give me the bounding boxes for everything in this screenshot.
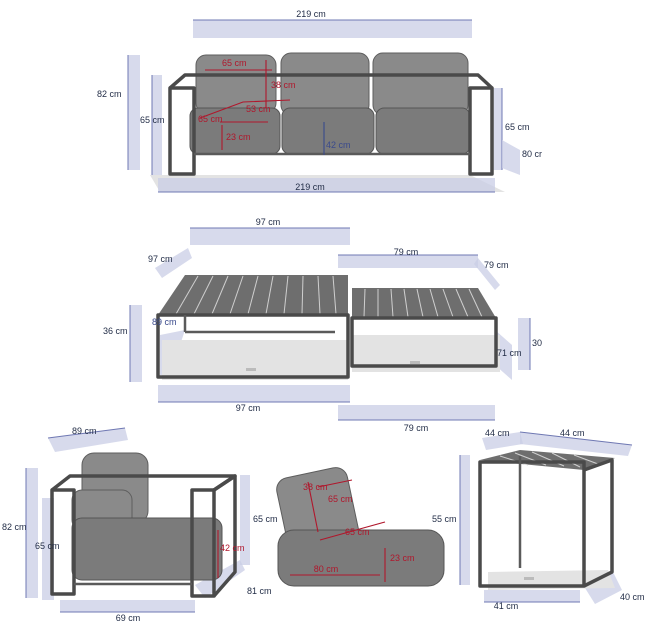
side-table-height-band: [460, 455, 470, 585]
side-table-frame-front: [478, 460, 586, 588]
armchair-base-band: [60, 600, 195, 612]
sofa-back-cushion-width-label: 65 cm: [222, 58, 247, 68]
sofa-back-cushion-right: [372, 52, 469, 116]
sofa-height-arm-left-label: 65 cm: [140, 115, 165, 125]
table-small-shadow: [352, 335, 500, 372]
armchair-height-total-label: 82 cm: [2, 522, 27, 532]
armchair-height-band: [26, 468, 38, 598]
side-table-frame-side: [583, 458, 614, 588]
table-small-width-top-label: 79 cm: [394, 247, 419, 257]
sofa-width-band-bottom: [158, 178, 495, 192]
table-small-depth-label: 79 cm: [484, 260, 509, 270]
cushion-seat-depth-measure: [319, 521, 386, 541]
sofa-seat-depth-label: 53 cm: [246, 104, 271, 114]
cushion-back-height-measure: [307, 481, 319, 533]
sofa-seat-width-label: 65 cm: [198, 114, 223, 124]
table-small-height-band: [518, 318, 530, 370]
armchair-depth-label: 81 cm: [247, 586, 272, 596]
side-table-top-left-label: 44 cm: [485, 428, 510, 438]
table-small-frame: [350, 316, 498, 368]
armchair-arm-right-label: 65 cm: [253, 514, 278, 524]
sofa-back-cushion-height-label: 38 cm: [271, 80, 296, 90]
cushion-back-width-measure: [317, 479, 353, 488]
table-large-height-label: 36 cm: [103, 326, 128, 336]
armchair-base-label: 69 cm: [116, 613, 141, 623]
side-table-top-left-band: [482, 432, 523, 450]
side-table-view: 44 cm 44 cm 55 cm 41 cm 40 cm: [432, 428, 645, 611]
sofa-height-total-label: 82 cm: [97, 89, 122, 99]
armchair-width-band: [48, 428, 128, 452]
sofa-height-band-left: [128, 55, 140, 170]
coffee-tables-view: 97 cm 97 cm 36 cm 89 cm 97 cm 79 cm 79 c…: [103, 217, 542, 433]
sofa-width-band-top: [193, 20, 472, 38]
cushion-back-width-label: 65 cm: [328, 494, 353, 504]
table-large-width-band-bottom: [158, 385, 350, 402]
table-large-depth-label: 97 cm: [148, 254, 173, 264]
armchair-arm-right-band: [240, 475, 250, 565]
table-small-width-bottom-label: 79 cm: [404, 423, 429, 433]
sofa-seat-height-label: 23 cm: [226, 132, 251, 142]
sofa-depth-label: 80 cr: [522, 149, 542, 159]
table-large-width-bottom-label: 97 cm: [236, 403, 261, 413]
cushion-back-height-label: 38 cm: [303, 482, 328, 492]
armchair-arm-left: [50, 488, 76, 596]
table-small-width-band-top: [338, 255, 478, 268]
armchair-arm-right: [190, 488, 216, 598]
side-table-base-depth-label: 40 cm: [620, 592, 645, 602]
side-table-height-label: 55 cm: [432, 514, 457, 524]
side-table-top-right-line: [519, 431, 633, 446]
cushion-seat-height-label: 23 cm: [390, 553, 415, 563]
sofa-depth-band: [502, 140, 520, 175]
cushions-view: 38 cm 65 cm 65 cm 23 cm 80 cm: [276, 467, 445, 587]
sofa-frame-top: [168, 73, 494, 90]
table-large-height-band: [130, 305, 142, 382]
armchair-width-label: 89 cm: [72, 426, 97, 436]
table-large-badge: [246, 368, 256, 371]
table-large-depth-band: [155, 248, 192, 278]
armchair-width-line: [47, 427, 126, 439]
table-small-width-band-bottom: [338, 405, 495, 420]
table-small-top: [352, 288, 496, 318]
table-small-height-label: 30: [532, 338, 542, 348]
sofa-arm-right: [468, 86, 494, 176]
table-small-slats: [363, 288, 483, 318]
cushion-seat-depth-label: 65 cm: [345, 527, 370, 537]
armchair-depth-band: [195, 560, 245, 598]
table-large-frame: [156, 313, 350, 379]
cushion-seat: [277, 529, 445, 587]
armchair-frame-side: [212, 474, 237, 598]
side-table-badge: [524, 577, 534, 580]
table-large-shadow: [162, 340, 348, 380]
sofa-width-top-label: 219 cm: [296, 9, 326, 19]
sofa-arm-band-left: [152, 75, 162, 175]
table-small-inner-label: 71 cm: [497, 348, 522, 358]
sofa-arm-band-right: [492, 88, 502, 170]
table-small-badge: [410, 361, 420, 364]
armchair-view: 89 cm 82 cm 65 cm 65 cm 42 cm 81 cm 69 c…: [2, 426, 278, 623]
side-table-top-right-band: [520, 432, 632, 456]
sofa-width-bottom-label: 219 cm: [295, 182, 325, 192]
side-table-top-right-label: 44 cm: [560, 428, 585, 438]
cushion-seat-width-label: 80 cm: [314, 564, 339, 574]
sofa-view: 219 cm 219 cm 82 cm 65 cm 65 cm 80 cr 65…: [97, 9, 542, 193]
armchair-seat-height-label: 42 cm: [220, 543, 245, 553]
table-large-width-top-label: 97 cm: [256, 217, 281, 227]
table-large-slats: [175, 275, 337, 315]
sofa-arm-left: [168, 86, 196, 176]
armchair-seat-side-label: 65 cm: [35, 541, 60, 551]
sofa-seat-depth-measure: [199, 99, 291, 119]
sofa-seat-cushion-right: [375, 107, 471, 155]
table-large-inner-label: 89 cm: [152, 317, 177, 327]
side-table-base-width-label: 41 cm: [494, 601, 519, 611]
side-table-base-band: [484, 590, 580, 602]
armchair-seat-cushion: [71, 517, 223, 581]
sofa-seat-total-height-label: 42 cm: [326, 140, 351, 150]
sofa-height-arm-right-label: 65 cm: [505, 122, 530, 132]
table-small-depth-band: [474, 258, 500, 290]
side-table-top: [480, 450, 615, 470]
table-large-width-band-top: [190, 228, 350, 245]
